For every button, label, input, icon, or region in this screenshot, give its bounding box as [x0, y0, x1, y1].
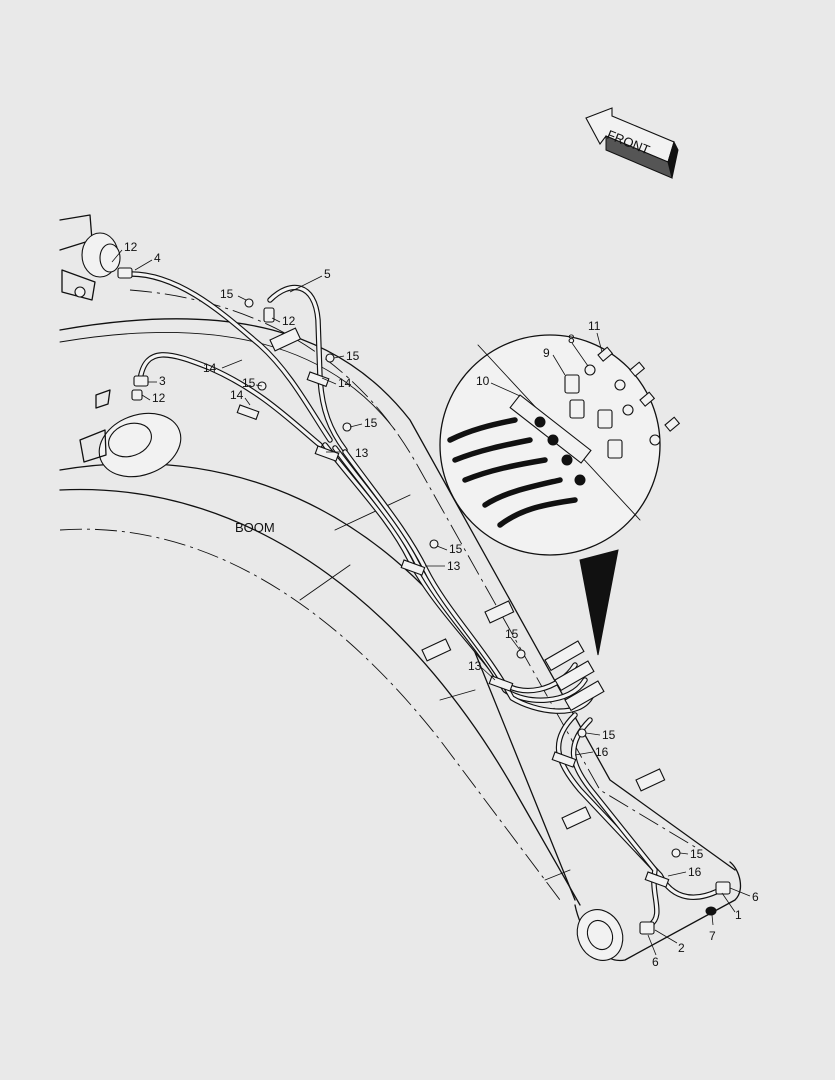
callout-2: 2: [678, 941, 685, 955]
callout-15: 15: [505, 627, 519, 641]
callout-14: 14: [338, 376, 352, 390]
callout-13: 13: [355, 446, 369, 460]
callout-13: 13: [468, 659, 482, 673]
leader-lines: [111, 249, 751, 956]
callout-12: 12: [152, 391, 166, 405]
callout-12: 12: [124, 240, 138, 254]
callout-14: 14: [203, 361, 217, 375]
boom-label: BOOM: [235, 520, 275, 535]
callout-7: 7: [709, 929, 716, 943]
callout-15: 15: [449, 542, 463, 556]
callout-15: 15: [346, 349, 360, 363]
callout-15: 15: [220, 287, 234, 301]
callout-4: 4: [154, 251, 161, 265]
callout-3: 3: [159, 374, 166, 388]
callout-16: 16: [595, 745, 609, 759]
callout-13: 13: [447, 559, 461, 573]
callout-8: 8: [568, 332, 575, 346]
callout-9: 9: [543, 346, 550, 360]
callout-16: 16: [688, 865, 702, 879]
boom-foot: [59, 214, 182, 478]
callout-15: 15: [690, 847, 704, 861]
callout-15: 15: [364, 416, 378, 430]
callout-6: 6: [752, 890, 759, 904]
callout-1: 1: [735, 908, 742, 922]
callout-15: 15: [602, 728, 616, 742]
callout-10: 10: [476, 374, 490, 388]
callout-5: 5: [324, 267, 331, 281]
callout-labels: 4 12 5 15 12 15 14 14 15 14 3 12 15 13 1…: [124, 240, 759, 969]
callout-12: 12: [282, 314, 296, 328]
detail-view: [439, 334, 681, 656]
front-arrow-icon: [585, 107, 679, 179]
hose-bundle: [125, 271, 723, 928]
callout-15: 15: [242, 376, 256, 390]
callout-14: 14: [230, 388, 244, 402]
callout-11: 11: [588, 319, 601, 333]
callout-6: 6: [652, 955, 659, 969]
